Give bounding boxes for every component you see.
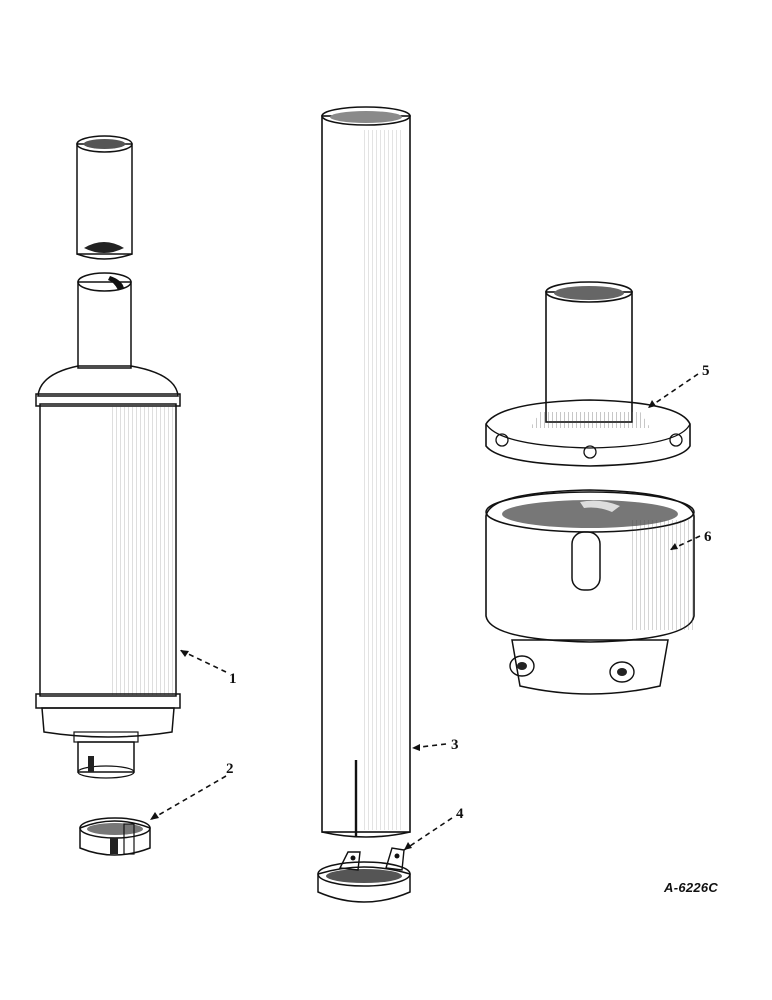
callout-5: 5 xyxy=(647,363,710,409)
callout-6: 6 xyxy=(669,529,712,551)
callout-4: 4 xyxy=(403,806,464,851)
housing xyxy=(485,489,695,695)
muffler-body xyxy=(35,365,181,779)
callout-number-5: 5 xyxy=(702,363,710,379)
callout-3: 3 xyxy=(411,737,459,753)
muffler-clamp xyxy=(79,817,151,856)
callout-2: 2 xyxy=(149,761,234,821)
callout-number-3: 3 xyxy=(451,737,459,753)
exhaust-tube xyxy=(321,106,411,838)
muffler-outlet-pipe xyxy=(77,272,132,369)
figure-code: A-6226C xyxy=(664,880,719,895)
callout-number-2: 2 xyxy=(226,761,234,777)
callout-1: 1 xyxy=(179,649,237,687)
strap-clamp xyxy=(317,847,411,903)
muffler-extension-pipe xyxy=(76,135,133,260)
callout-number-1: 1 xyxy=(229,671,237,687)
callout-number-6: 6 xyxy=(704,529,712,545)
muffler-assembly xyxy=(35,135,181,779)
flange-collar xyxy=(485,281,691,467)
callout-number-4: 4 xyxy=(456,806,464,822)
